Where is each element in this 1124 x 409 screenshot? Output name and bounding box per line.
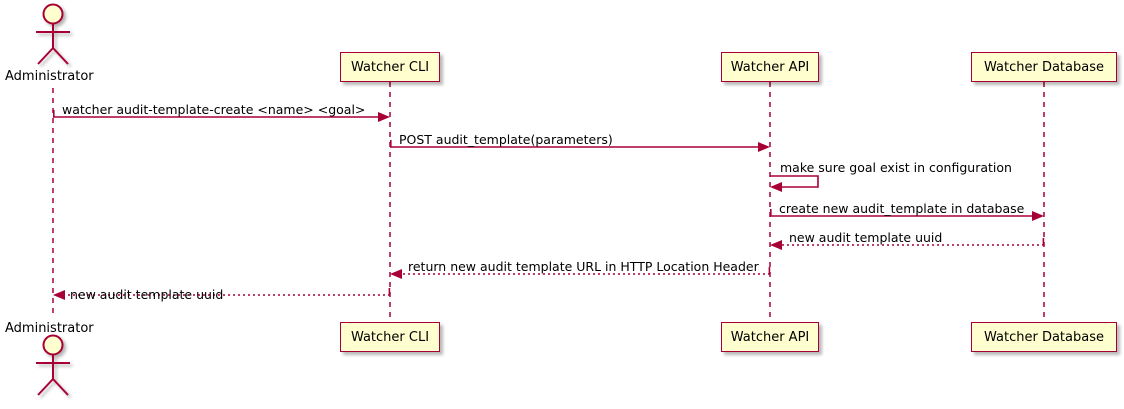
message-arrow-4 (770, 238, 1045, 250)
message-label-5: return new audit template URL in HTTP Lo… (408, 259, 759, 274)
message-label-1: POST audit_template(parameters) (399, 132, 613, 147)
message-arrow-0 (52, 110, 390, 122)
participant-box-watcher-cli-bottom[interactable]: Watcher CLI (340, 322, 440, 352)
participant-box-watcher-database-top[interactable]: Watcher Database (971, 52, 1117, 82)
message-label-2: make sure goal exist in configuration (780, 160, 1012, 175)
participant-box-watcher-api-bottom[interactable]: Watcher API (721, 322, 819, 352)
lifelines (52, 82, 1045, 322)
message-arrow-6 (53, 288, 391, 300)
message-arrow-5 (390, 267, 771, 279)
participant-label-watcher-api: Watcher API (730, 59, 810, 75)
message-arrow-2-self (770, 175, 819, 192)
actor-label-administrator-bottom: Administrator (5, 321, 94, 336)
message-label-3: create new audit_template in database (779, 201, 1025, 216)
participant-box-watcher-database-bottom[interactable]: Watcher Database (971, 322, 1117, 352)
participant-label-watcher-database-bottom: Watcher Database (984, 329, 1104, 345)
message-arrow-3 (769, 209, 1044, 221)
participant-label-watcher-cli-bottom: Watcher CLI (350, 329, 430, 345)
message-label-0: watcher audit-template-create <name> <go… (62, 102, 366, 117)
message-label-4: new audit template uuid (789, 230, 943, 245)
actor-administrator-top (36, 3, 70, 65)
participant-box-watcher-api-top[interactable]: Watcher API (721, 52, 819, 82)
actor-administrator-bottom (36, 334, 70, 396)
participant-box-watcher-cli-top[interactable]: Watcher CLI (340, 52, 440, 82)
message-arrow-1 (389, 140, 770, 152)
message-label-6: new audit template uuid (70, 287, 224, 302)
actor-label-administrator-top: Administrator (5, 69, 94, 84)
participant-label-watcher-api-bottom: Watcher API (730, 329, 810, 345)
participant-label-watcher-database: Watcher Database (984, 59, 1104, 75)
participant-label-watcher-cli: Watcher CLI (350, 59, 430, 75)
